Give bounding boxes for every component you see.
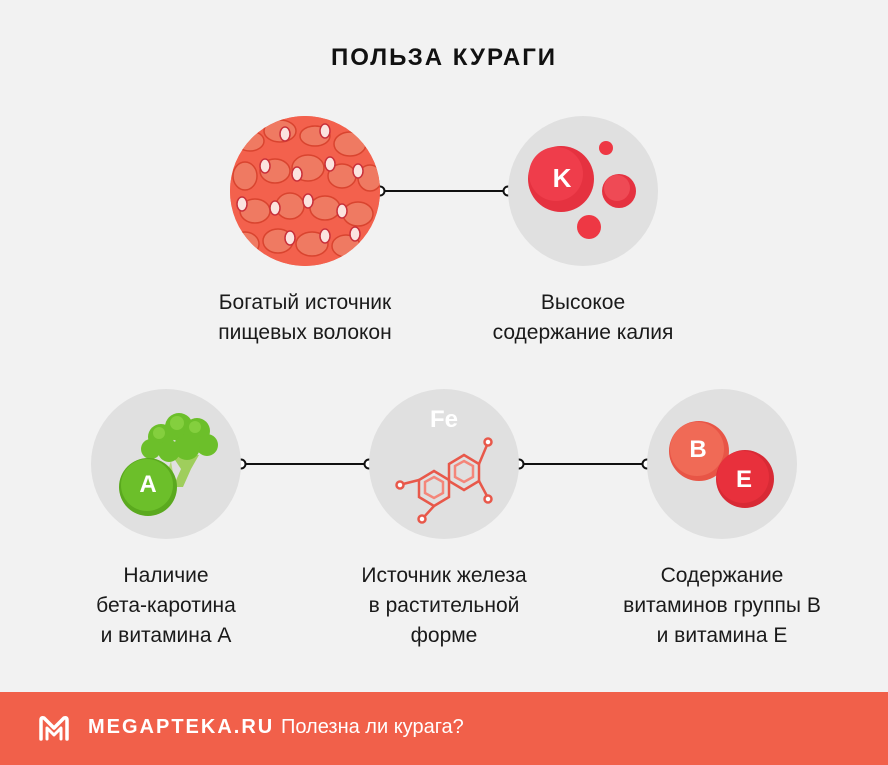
- benefit-carotene-circle: A: [91, 389, 241, 539]
- footer-article-link[interactable]: Полезна ли курага?: [281, 716, 464, 738]
- broccoli-icon: [119, 413, 218, 516]
- benefit-fiber-caption: Богатый источник пищевых волокон: [175, 288, 435, 348]
- potassium-badge: K: [552, 163, 572, 193]
- vitamin-e-badge: E: [735, 466, 752, 493]
- molecule-icon: [395, 437, 493, 524]
- vitamins-icon: [669, 421, 774, 508]
- caption-line: Высокое: [540, 291, 626, 314]
- caption-line: Наличие: [123, 564, 209, 587]
- fiber-texture-icon: [230, 116, 380, 266]
- potassium-icon: [528, 141, 636, 239]
- benefit-potassium-circle: K: [508, 116, 658, 266]
- caption-line: форме: [410, 624, 478, 647]
- benefit-iron-caption: Источник железа в растительной форме: [314, 561, 574, 651]
- footer-bar: MEGAPTEKA.RU Полезна ли курага?: [0, 692, 888, 765]
- benefit-potassium-caption: Высокое содержание калия: [453, 288, 713, 348]
- page-title: ПОЛЬЗА КУРАГИ: [330, 44, 558, 71]
- benefit-iron-circle: Fe: [369, 389, 519, 539]
- benefit-carotene-caption: Наличие бета-каротина и витамина А: [36, 561, 296, 651]
- footer-brand[interactable]: MEGAPTEKA.RU: [88, 716, 275, 738]
- caption-line: Содержание: [660, 564, 784, 587]
- caption-line: пищевых волокон: [218, 321, 392, 344]
- caption-line: содержание калия: [492, 321, 674, 344]
- vitamin-b-badge: B: [689, 436, 707, 463]
- caption-line: Богатый источник: [218, 291, 392, 314]
- caption-line: и витамина Е: [656, 624, 788, 647]
- caption-line: Источник железа: [361, 564, 527, 587]
- megapteka-logo-icon[interactable]: [38, 714, 70, 742]
- caption-line: и витамина А: [100, 624, 232, 647]
- caption-line: бета-каротина: [96, 594, 236, 617]
- caption-line: витаминов группы В: [623, 594, 821, 617]
- caption-line: в растительной: [368, 594, 520, 617]
- benefit-vitamins-circle: B E: [647, 389, 797, 539]
- iron-badge: Fe: [429, 406, 458, 433]
- vitamin-a-badge: A: [139, 471, 157, 498]
- benefit-fiber-circle: [230, 116, 380, 266]
- benefit-vitamins-caption: Содержание витаминов группы В и витамина…: [592, 561, 852, 651]
